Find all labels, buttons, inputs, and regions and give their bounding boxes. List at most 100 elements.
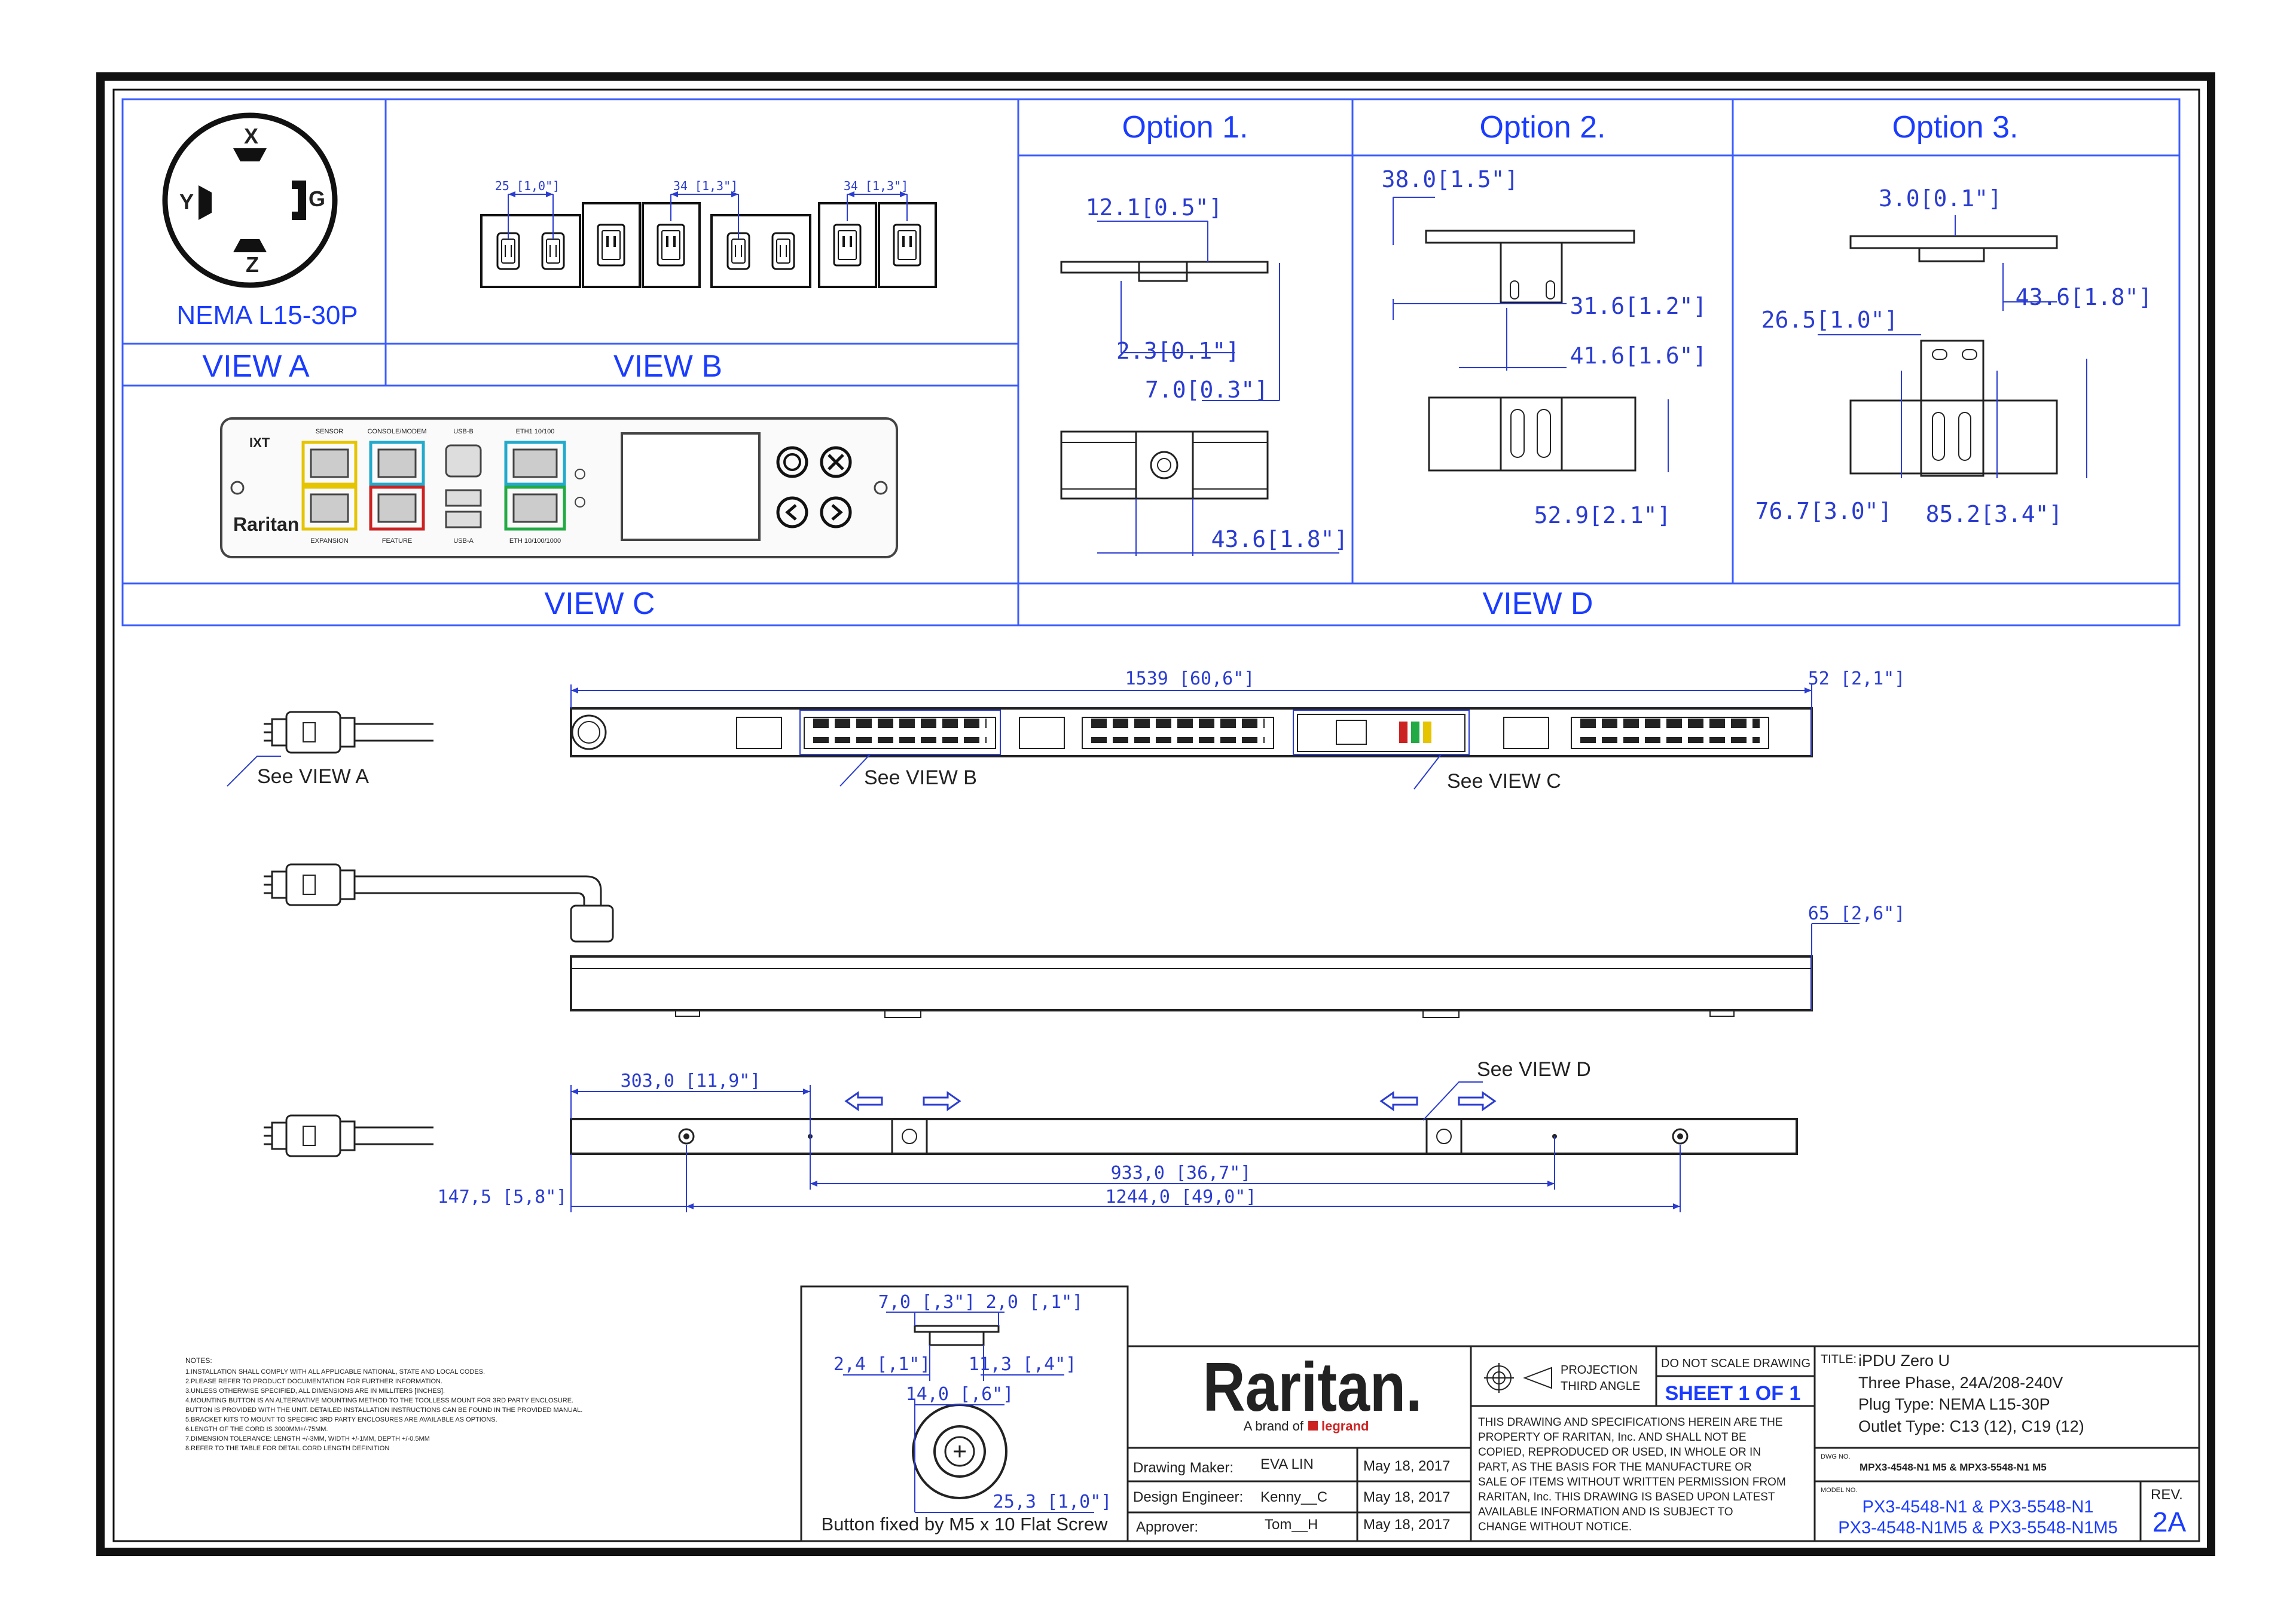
dim-opt1-c: 7.0[0.3"] <box>1145 377 1268 403</box>
dim-opt1-a: 12.1[0.5"] <box>1086 194 1223 221</box>
view-a-label: VIEW A <box>202 349 309 384</box>
dim-1244: 1244,0 [49,0"] <box>1106 1187 1257 1208</box>
note-line: 2.PLEASE REFER TO PRODUCT DOCUMENTATION … <box>185 1378 442 1385</box>
left-button-icon <box>776 496 808 528</box>
dim-btn-6: 25,3 [1,0"] <box>993 1491 1112 1512</box>
title-line-4: Outlet Type: C13 (12), C19 (12) <box>1858 1417 2084 1435</box>
dim-depth: 65 [2,6"] <box>1808 903 1906 924</box>
legrand-icon <box>1308 1421 1318 1431</box>
dim-303: 303,0 [11,9"] <box>621 1071 761 1092</box>
nema-plug-face: X Y G Z <box>162 112 338 288</box>
option-1-title: Option 1. <box>1122 110 1248 145</box>
view-d-label: VIEW D <box>1483 586 1593 621</box>
rev-label: REV. <box>2151 1487 2183 1503</box>
unit-side-view <box>262 863 1813 1018</box>
option-2-title: Option 2. <box>1479 110 1605 145</box>
model-label: MODEL NO. <box>1821 1487 1857 1494</box>
option-1-dims <box>1097 221 1339 556</box>
pin-y-label: Y <box>179 189 194 214</box>
cancel-button-icon <box>820 446 852 478</box>
notes-title: NOTES: <box>185 1356 212 1365</box>
unit-side-dims <box>1811 923 1860 1010</box>
port-label-eth1: ETH1 10/100 <box>516 428 555 435</box>
dim-opt2-a: 38.0[1.5"] <box>1382 166 1519 192</box>
drawing-maker-name: EVA LIN <box>1260 1456 1314 1472</box>
notes-block: NOTES: 1.INSTALLATION SHALL COMPLY WITH … <box>185 1356 582 1452</box>
dim-opt2-d: 52.9[2.1"] <box>1534 502 1671 528</box>
dim-b-2: 34 [1,3"] <box>673 179 738 193</box>
top-views-grid <box>121 98 2181 626</box>
dim-147: 147,5 [5,8"] <box>438 1187 567 1208</box>
option-1-drawing <box>1060 261 1269 500</box>
port-label-usbb: USB-B <box>453 428 474 435</box>
projection-line-2: THIRD ANGLE <box>1561 1380 1640 1393</box>
pin-g-label: G <box>309 187 325 211</box>
button-detail-dims <box>843 1312 1094 1513</box>
dim-opt3-a: 3.0[0.1"] <box>1879 185 2002 212</box>
model-line-1: PX3-4548-N1 & PX3-5548-N1 <box>1863 1497 2094 1517</box>
dim-opt2-c: 41.6[1.6"] <box>1570 343 1707 369</box>
controller-panel: IXT Raritan SENSOR CONSOLE/MODEM USB-B E… <box>220 417 898 558</box>
title-line-1: iPDU Zero U <box>1858 1352 1950 1370</box>
view-b-label: VIEW B <box>613 349 722 384</box>
option-3-drawing <box>1849 235 2058 477</box>
view-c-label: VIEW C <box>545 586 655 621</box>
see-view-a: See VIEW A <box>257 765 369 788</box>
dim-opt2-b: 31.6[1.2"] <box>1570 293 1707 319</box>
port-label-sensor: SENSOR <box>316 428 344 435</box>
disclaimer-line: CHANGE WITHOUT NOTICE. <box>1478 1521 1632 1533</box>
port-label-eth2: ETH 10/100/1000 <box>509 537 561 545</box>
model-line-2: PX3-4548-N1M5 & PX3-5548-N1M5 <box>1838 1518 2117 1538</box>
disclaimer: THIS DRAWING AND SPECIFICATIONS HEREIN A… <box>1478 1416 1786 1533</box>
dim-length: 1539 [60,6"] <box>1125 668 1255 689</box>
dim-b-1: 25 [1,0"] <box>495 179 560 193</box>
view-b-dims <box>508 191 908 239</box>
title-block-grid <box>1126 1345 2200 1542</box>
dim-width: 52 [2,1"] <box>1808 668 1906 689</box>
pin-x-label: X <box>244 124 258 148</box>
option-3-title: Option 3. <box>1892 110 2018 145</box>
button-caption: Button fixed by M5 x 10 Flat Screw <box>822 1514 1109 1535</box>
dim-btn-2: 2,0 [,1"] <box>986 1292 1083 1313</box>
disclaimer-line: COPIED, REPRODUCED OR USED, IN WHOLE OR … <box>1478 1446 1761 1459</box>
dim-b-3: 34 [1,3"] <box>844 179 908 193</box>
dim-opt3-b: 43.6[1.8"] <box>2016 284 2152 310</box>
note-line: 4.MOUNTING BUTTON IS AN ALTERNATIVE MOUN… <box>185 1397 573 1404</box>
note-line: 1.INSTALLATION SHALL COMPLY WITH ALL APP… <box>185 1368 485 1376</box>
port-label-usba: USB-A <box>453 537 474 545</box>
unit-rear-arrows <box>844 1091 1497 1111</box>
port-label-feature: FEATURE <box>382 537 413 545</box>
third-angle-projection-icon <box>1484 1363 1552 1393</box>
dim-btn-1: 7,0 [,3"] <box>878 1292 976 1313</box>
rev-value: 2A <box>2152 1506 2187 1538</box>
dim-opt1-b: 2.3[0.1"] <box>1116 338 1239 364</box>
disclaimer-line: PROPERTY OF RARITAN, Inc. AND SHALL NOT … <box>1478 1431 1747 1444</box>
design-engineer-date: May 18, 2017 <box>1363 1489 1450 1505</box>
dim-opt3-e: 85.2[3.4"] <box>1926 501 2063 527</box>
note-line: 7.DIMENSION TOLERANCE: LENGTH +/-3MM, WI… <box>185 1435 430 1442</box>
unit-rear-view <box>262 1114 1798 1157</box>
drawing-maker-date: May 18, 2017 <box>1363 1458 1450 1474</box>
lcd-display <box>621 432 761 541</box>
option-3-dims <box>1818 215 2087 478</box>
design-engineer-role: Design Engineer: <box>1133 1489 1243 1505</box>
dim-opt1-d: 43.6[1.8"] <box>1211 526 1348 552</box>
raritan-logo: Raritan. <box>1202 1348 1422 1425</box>
pin-z-label: Z <box>246 252 259 277</box>
option-2-dims <box>1393 197 1669 472</box>
view-b-outlets <box>480 202 937 288</box>
ok-button-icon <box>776 446 808 478</box>
note-line: 5.BRACKET KITS TO MOUNT TO SPECIFIC 3RD … <box>185 1416 497 1423</box>
do-not-scale: DO NOT SCALE DRAWING <box>1661 1357 1810 1370</box>
note-line: 6.LENGTH OF THE CORD IS 3000MM+/-75MM. <box>185 1426 328 1433</box>
unit-front-view <box>262 707 1813 757</box>
dim-opt3-d: 76.7[3.0"] <box>1755 498 1892 524</box>
right-button-icon <box>820 496 852 528</box>
sheet-number: SHEET 1 OF 1 <box>1665 1382 1801 1405</box>
disclaimer-line: PART, AS THE BASIS FOR THE MANUFACTURE O… <box>1478 1461 1752 1474</box>
dim-btn-4: 11,3 [,4"] <box>969 1354 1077 1375</box>
nema-label: NEMA L15-30P <box>176 301 358 330</box>
panel-brand: Raritan <box>233 514 299 535</box>
button-detail-drawing <box>912 1325 1007 1499</box>
outer-frame <box>96 72 2215 1556</box>
